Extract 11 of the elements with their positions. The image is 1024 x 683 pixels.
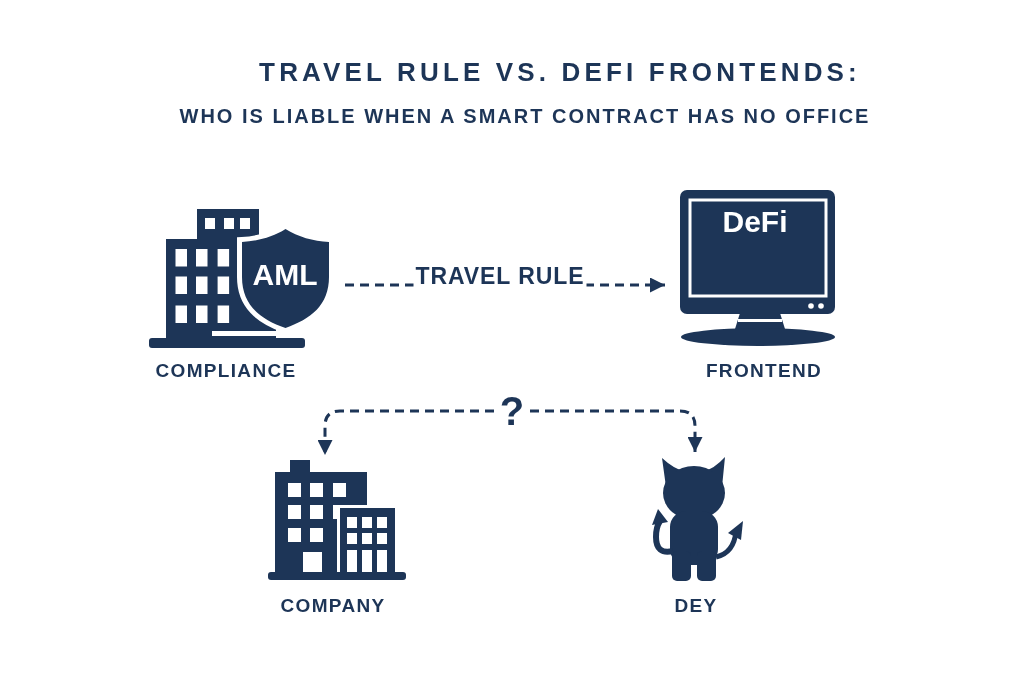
node-label: DEY: [674, 594, 718, 618]
node-label: COMPLIANCE: [155, 359, 297, 383]
question-mark: ?: [499, 390, 525, 432]
subtitle: WHO IS LIABLE WHEN A SMART CONTRACT HAS NO OFFICE: [179, 104, 871, 129]
title: TRAVEL RULE VS. DEFI FRONTENDS:: [259, 56, 861, 88]
screen-text: DeFi: [722, 204, 788, 240]
shield-text: AML: [252, 257, 318, 293]
node-label: COMPANY: [280, 594, 386, 618]
dashed-arrow: [530, 409, 703, 452]
node-label: FRONTEND: [705, 359, 823, 383]
dashed-arrow: [317, 409, 494, 455]
